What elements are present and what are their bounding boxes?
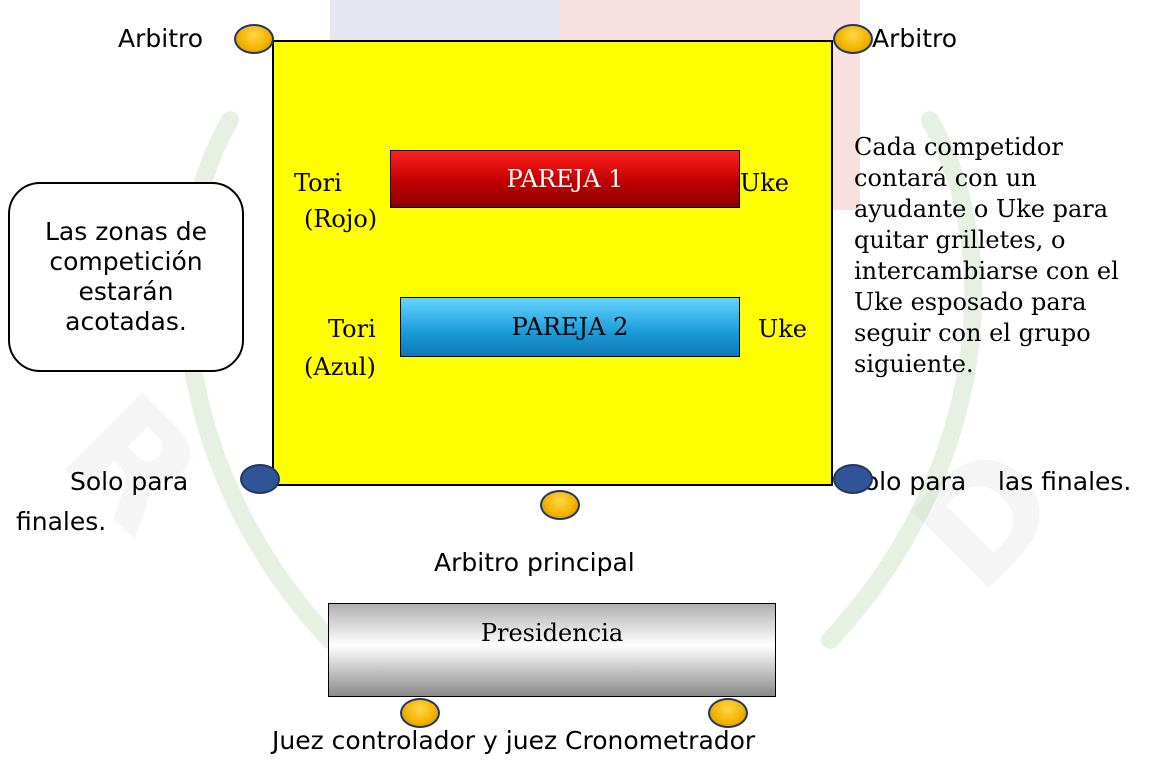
pair-2-bar: PAREJA 2 [400,297,740,357]
referee-label-left: Arbitro [118,24,204,53]
finals-marker-left-icon [240,464,280,494]
zones-callout-text: Las zonas de competición estarán acotada… [44,217,208,336]
finals-marker-right-icon [833,464,873,494]
finals-only-left-line1: Solo para [70,467,189,496]
pair-1-bar: PAREJA 1 [390,150,740,208]
competition-area [272,40,833,486]
svg-text:D: D [881,412,1092,623]
referee-top-right-icon [833,24,873,54]
referee-label-right: Arbitro [872,24,958,53]
uke-note-line: intercambiarse con el [854,257,1119,285]
presidency-label: Presidencia [480,619,624,647]
tori-1-color: (Rojo) [304,205,378,233]
uke-note-line: seguir con el grupo [854,319,1091,347]
uke-1-label: Uke [740,169,789,197]
timekeeper-judge-icon [708,698,748,728]
judges-label: Juez controlador y juez Cronometrador [272,726,756,755]
presidency-table: Presidencia [328,603,776,697]
pair-2-label: PAREJA 2 [511,313,629,341]
tori-1-label: Tori [294,169,342,197]
uke-note-line: Uke esposado para [854,288,1087,316]
zones-callout: Las zonas de competición estarán acotada… [8,182,244,372]
head-referee-icon [540,490,580,520]
uke-2-label: Uke [758,315,807,343]
uke-note: Cada competidor contará con un ayudante … [854,132,1154,380]
pair-1-label: PAREJA 1 [506,165,624,193]
uke-note-line: ayudante o Uke para [854,195,1109,223]
tori-2-label: Tori [328,315,376,343]
referee-top-left-icon [234,24,274,54]
tori-2-color: (Azul) [304,353,376,381]
controller-judge-icon [400,698,440,728]
finals-only-right: Solo para las finales. [848,467,1132,496]
uke-note-line: siguiente. [854,350,974,378]
uke-note-line: contará con un [854,164,1037,192]
finals-only-left-line2: finales. [16,507,107,536]
uke-note-line: quitar grilletes, o [854,226,1066,254]
head-referee-label: Arbitro principal [434,548,635,577]
uke-note-line: Cada competidor [854,133,1063,161]
